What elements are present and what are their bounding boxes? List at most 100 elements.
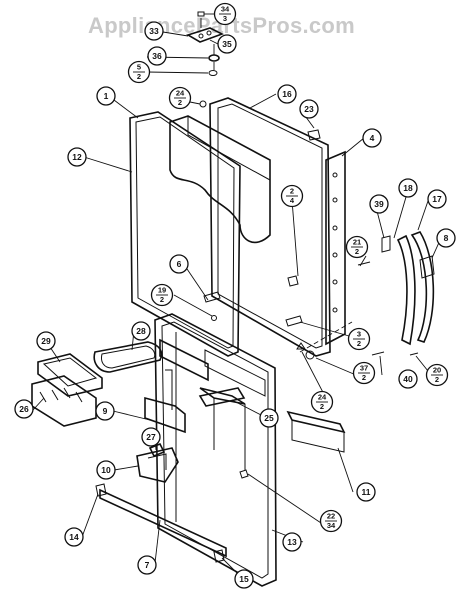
callout-circle [169, 254, 189, 274]
callout-7: 7 [137, 555, 157, 575]
callout-number: 22 [327, 511, 335, 520]
callout-circle [96, 460, 116, 480]
callout-2: 24 [280, 184, 304, 208]
callout-35: 35 [217, 34, 237, 54]
callout-13: 13 [282, 532, 302, 552]
callout-number: 39 [374, 199, 384, 209]
callout-quantity: 2 [362, 373, 366, 382]
callout-number: 3 [357, 329, 361, 338]
callout-number: 16 [282, 89, 292, 99]
callout-39: 39 [369, 194, 389, 214]
callout-number: 37 [360, 363, 368, 372]
callout-number: 26 [19, 404, 29, 414]
callout-28: 28 [131, 321, 151, 341]
callout-quantity: 2 [435, 375, 439, 384]
callout-circle [96, 86, 116, 106]
callout-number: 11 [362, 487, 371, 497]
callout-quantity: 2 [137, 72, 141, 81]
callout-circle [217, 34, 237, 54]
callout-4: 4 [362, 128, 382, 148]
callout-quantity: 3 [223, 14, 227, 23]
callout-29: 29 [36, 331, 56, 351]
callout-8: 8 [436, 228, 456, 248]
callout-quantity: 4 [290, 196, 295, 205]
callout-circle [36, 331, 56, 351]
callout-number: 27 [146, 432, 156, 442]
callout-25: 25 [259, 408, 279, 428]
callout-number: 18 [403, 183, 413, 193]
callout-number: 34 [221, 4, 230, 13]
callout-number: 2 [290, 186, 294, 195]
callout-number: 10 [101, 465, 111, 475]
callout-circle [131, 321, 151, 341]
callout-circle [234, 569, 254, 589]
callout-quantity: 2 [357, 339, 361, 348]
callout-number: 29 [41, 336, 51, 346]
callout-quantity: 2 [160, 295, 164, 304]
callout-3: 32 [347, 327, 371, 351]
callout-26: 26 [14, 399, 34, 419]
callout-37: 372 [352, 361, 376, 385]
callout-circle [144, 21, 164, 41]
callout-20: 202 [425, 363, 449, 387]
callout-number: 24 [318, 392, 327, 401]
door-side-strip [325, 150, 346, 346]
callout-number: 6 [177, 259, 182, 269]
callout-circle [436, 228, 456, 248]
callout-21: 212 [345, 235, 369, 259]
lower-door-grille [95, 483, 227, 563]
callout-circle [64, 527, 84, 547]
callout-number: 9 [103, 406, 108, 416]
callout-number: 12 [72, 152, 82, 162]
door-insulation-block [169, 115, 271, 244]
callout-circle [356, 482, 376, 502]
callout-circle [398, 178, 418, 198]
callout-34: 343 [213, 2, 237, 26]
callout-1: 1 [96, 86, 116, 106]
callout-circle [67, 147, 87, 167]
callout-number: 23 [304, 104, 314, 114]
callout-6: 6 [169, 254, 189, 274]
callout-number: 28 [136, 326, 146, 336]
door-handle-assembly [357, 231, 435, 356]
callout-circle [362, 128, 382, 148]
callout-number: 19 [158, 285, 166, 294]
callout-27: 27 [141, 427, 161, 447]
callout-circle [95, 401, 115, 421]
callout-circle [398, 369, 418, 389]
callout-17: 17 [427, 189, 447, 209]
callout-number: 24 [176, 88, 185, 97]
callout-24b: 242 [310, 390, 334, 414]
callout-number: 36 [152, 51, 162, 61]
callout-number: 15 [239, 574, 249, 584]
top-hinge-assembly [186, 11, 225, 76]
callout-circle [147, 46, 167, 66]
callout-quantity: 2 [178, 98, 182, 107]
callout-circle [14, 399, 34, 419]
callout-16: 16 [277, 84, 297, 104]
callout-circle [282, 532, 302, 552]
leader-lines [32, 13, 442, 578]
hinge-alignment-line [299, 321, 353, 353]
callout-18: 18 [398, 178, 418, 198]
callout-number: 33 [149, 26, 159, 36]
callout-14: 14 [64, 527, 84, 547]
callout-15: 15 [234, 569, 254, 589]
callout-33: 33 [144, 21, 164, 41]
callout-number: 7 [145, 560, 150, 570]
callout-quantity: 2 [355, 247, 359, 256]
lower-small-parts [136, 369, 346, 483]
callout-12: 12 [67, 147, 87, 167]
callout-40: 40 [398, 369, 418, 389]
callout-number: 40 [403, 374, 413, 384]
callout-24a: 242 [168, 86, 192, 110]
callout-9: 9 [95, 401, 115, 421]
callout-number: 8 [444, 233, 449, 243]
callout-number: 35 [222, 39, 232, 49]
callout-19: 192 [150, 283, 174, 307]
callout-number: 20 [433, 365, 441, 374]
